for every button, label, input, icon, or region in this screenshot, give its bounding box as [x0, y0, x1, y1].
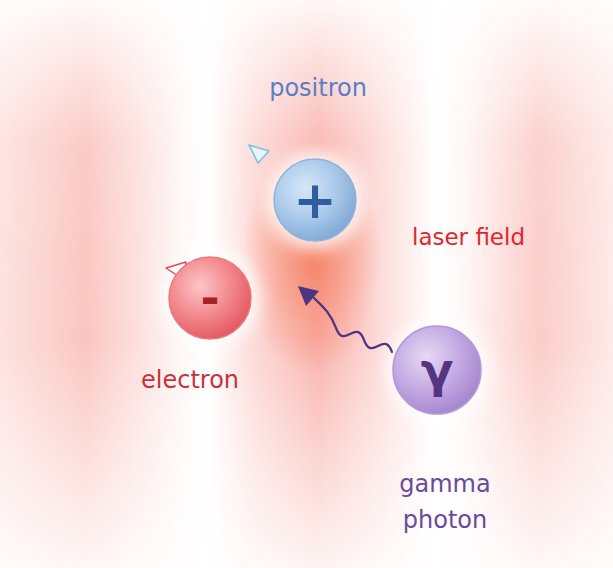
glow — [265, 150, 365, 250]
particle-circle: positron+ — [273, 158, 357, 242]
gamma-symbol: γ — [392, 325, 482, 415]
particle-circle: γgamma photon — [392, 325, 482, 415]
photon-wave — [314, 298, 392, 352]
charge-symbol: + — [273, 158, 357, 242]
particle-label: electron — [141, 366, 239, 395]
particle-label: gamma photon — [389, 466, 501, 538]
direction-arrowhead — [249, 145, 269, 163]
field-label: laser field — [412, 224, 525, 250]
photon-arrowhead — [298, 286, 319, 306]
particle-circle: -electron — [168, 256, 252, 340]
particle-label: positron — [269, 74, 367, 103]
glow — [160, 248, 260, 348]
charge-symbol: - — [168, 256, 252, 340]
laser-hotspot — [242, 135, 382, 375]
glow — [386, 318, 490, 422]
